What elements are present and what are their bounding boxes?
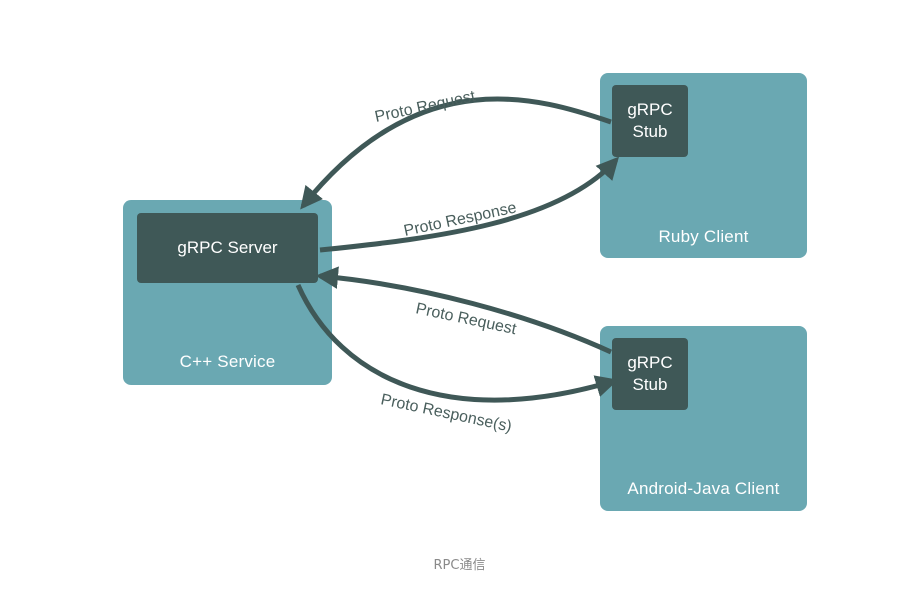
ruby-grpc-stub-box: gRPC Stub — [612, 85, 688, 157]
grpc-server-box: gRPC Server — [137, 213, 318, 283]
ruby-stub-line2: Stub — [632, 122, 668, 141]
cpp-service-label: C++ Service — [179, 352, 276, 371]
android-stub-line1: gRPC — [627, 353, 673, 372]
ruby-client-label: Ruby Client — [658, 227, 749, 246]
android-grpc-stub-box: gRPC Stub — [612, 338, 688, 410]
figure-caption: RPC通信 — [433, 558, 486, 573]
cpp-service-panel: gRPC Server C++ Service — [123, 200, 332, 385]
android-stub-line2: Stub — [632, 375, 668, 394]
android-client-label: Android-Java Client — [627, 479, 780, 498]
android-client-panel: gRPC Stub Android-Java Client — [600, 326, 807, 511]
android-response-label: Proto Response(s) — [379, 391, 513, 435]
ruby-request-label: Proto Request — [373, 88, 477, 126]
android-request-arrow — [315, 266, 613, 355]
ruby-stub-line1: gRPC — [627, 100, 673, 119]
grpc-server-label: gRPC Server — [177, 238, 278, 257]
ruby-response-label: Proto Response — [402, 199, 518, 240]
ruby-request-arrow — [300, 96, 612, 210]
ruby-response-arrow — [319, 156, 620, 253]
ruby-client-panel: gRPC Stub Ruby Client — [600, 73, 807, 258]
android-response-arrow — [295, 283, 619, 403]
android-request-label: Proto Request — [414, 300, 518, 338]
